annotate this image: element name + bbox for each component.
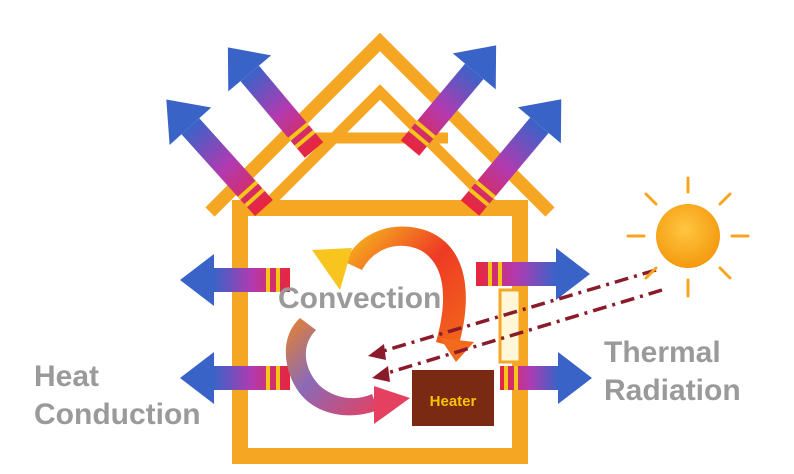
roof-arrow-right-inner xyxy=(400,45,497,156)
roof-arrow-left-outer xyxy=(166,99,273,217)
radiation-rays xyxy=(368,268,663,382)
house-frame xyxy=(205,32,555,464)
convection-label: Convection xyxy=(278,282,441,315)
heat-conduction-label-line2: Conduction xyxy=(34,398,201,431)
heater-label: Heater xyxy=(430,393,477,410)
wall-arrow-right-lower xyxy=(500,352,592,404)
heat-conduction-label-line1: Heat xyxy=(34,360,99,393)
convection-arrow-bottom xyxy=(285,318,410,424)
heater-icon: Heater xyxy=(412,370,494,426)
roof-arrow-left-inner xyxy=(227,47,324,158)
thermal-radiation-label-line2: Radiation xyxy=(604,374,741,407)
thermal-radiation-label-line1: Thermal xyxy=(604,336,721,369)
sun-icon xyxy=(626,176,750,298)
wall-arrow-left-lower xyxy=(180,352,290,404)
convection-arrow-top xyxy=(312,226,474,362)
wall-arrow-left-upper xyxy=(180,254,290,306)
roof-arrow-right-outer xyxy=(460,99,562,216)
wall-arrow-right-upper xyxy=(476,248,590,300)
